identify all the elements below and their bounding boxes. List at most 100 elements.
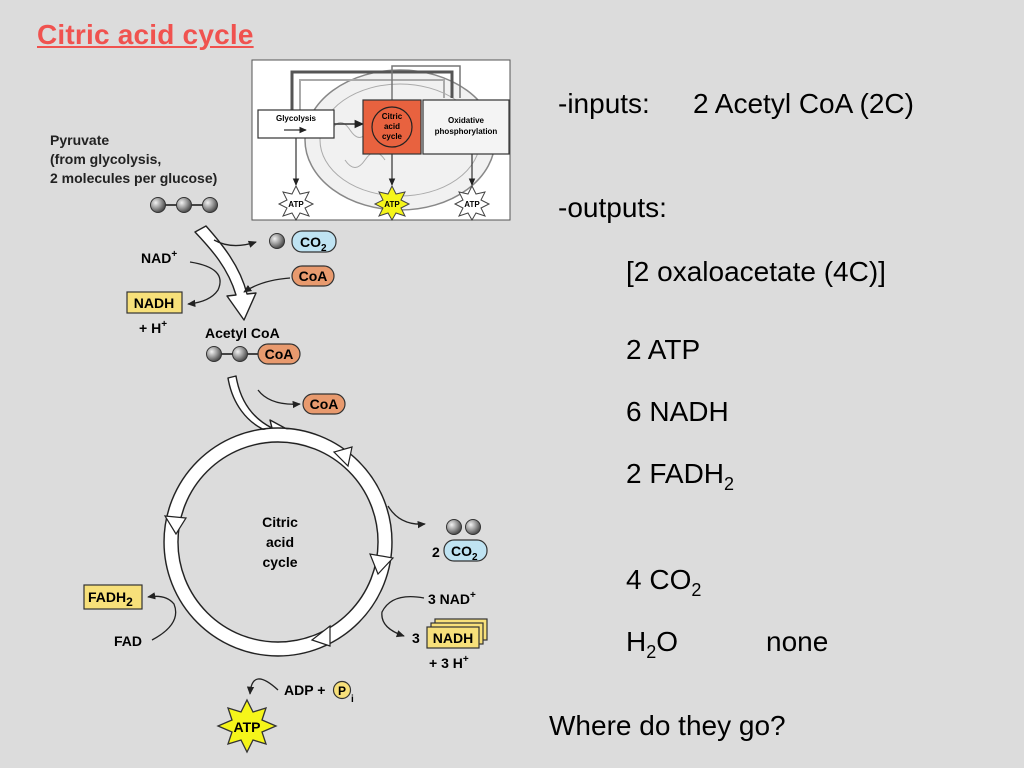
pi-circle [332,680,352,700]
acetyl-coa-pill [257,343,301,365]
nad-label: NAD [141,250,171,266]
pyruvate-beads [150,197,218,213]
inset-atp-burst-2 [373,184,411,222]
co2-release-arrow [213,239,257,248]
co2-count: 2 [432,544,440,560]
co2-bead-1 [446,519,462,535]
h-plus-sup: + [161,319,167,330]
co2-top-label: CO [300,234,321,250]
co2-bead [269,233,285,249]
svg-text:CO2: CO2 [451,543,478,563]
co2-bottom-label: CO [451,543,472,559]
coa-in-label: CoA [299,268,328,284]
co2-output-main: 4 CO [626,564,692,595]
svg-text:+ 3 H+: + 3 H+ [429,654,469,671]
co2-bottom-sub: 2 [472,552,478,563]
oxaloacetate-output: [2 oxaloacetate (4C)] [626,256,886,287]
svg-text:FADH2: FADH2 [88,589,133,609]
fad-label: FAD [114,633,142,649]
inset-citric-box [362,99,422,155]
nad-to-nadh-arrow [187,261,221,307]
inset-atp-burst-1 [277,184,315,222]
coa-in-arrow [243,277,291,293]
coa-pill-out [302,393,346,415]
pyruvate-label: Pyruvate [50,132,109,148]
fadh2-box [83,584,143,610]
acetyl-coa-coa-label: CoA [265,346,294,362]
cycle-label-3: cycle [262,554,297,570]
inset-atp-label-3: ATP [464,200,480,209]
nadh-box-top [126,291,183,314]
pi-sub: i [351,694,354,705]
atp-output: 2 ATP [626,334,701,365]
three-nadh-count: 3 [412,630,420,646]
fadh2-output-main: 2 FADH [626,458,725,489]
co2-out-arrow [387,505,426,529]
inset-atp-label-1: ATP [288,200,304,209]
fadh2-label: FADH [88,589,126,605]
where-question: Where do they go? [549,710,786,741]
pyruvate-count: 2 molecules per glucose) [50,170,217,186]
atp-arrow [246,678,279,695]
acetyl-coa-beads [206,346,258,362]
co2-top-sub: 2 [321,243,327,254]
fadh2-output-sub: 2 [724,474,735,494]
fad-arrow [147,592,177,641]
nad-sup: + [171,249,177,260]
inset-atp-label-2: ATP [384,200,400,209]
fadh2-output: 2 FADH2 [626,458,734,493]
nadh-output: 6 NADH [626,396,729,427]
h2o-output: H2O [626,626,679,661]
inputs-value: 2 Acetyl CoA (2C) [693,88,914,119]
three-h-label: + 3 H [429,655,463,671]
svg-text:NAD+: NAD+ [141,249,177,266]
svg-text:CO2: CO2 [300,234,327,254]
nad-cycle-arrow [381,595,425,638]
atp-burst-label: ATP [234,719,261,735]
cycle-label-2: acid [266,534,294,550]
co2-pill-top [291,230,337,253]
three-h-sup: + [463,654,469,665]
h2o-h: H [626,626,647,657]
adp-label: ADP + [284,682,325,698]
inset-glycolysis-label: Glycolysis [276,114,317,123]
overview-inset: Glycolysis Citric acid cycle Oxidative p… [251,59,511,222]
fadh2-sub: 2 [126,595,133,609]
inset-citric-label-3: cycle [382,132,403,141]
inset-oxphos-label-1: Oxidative [448,116,485,125]
pyruvate-source: (from glycolysis, [50,151,161,167]
svg-text:3 NAD+: 3 NAD+ [428,590,476,607]
cycle-ring [163,427,395,657]
acetyl-coa-label: Acetyl CoA [205,325,280,341]
co2-output: 4 CO2 [626,564,701,599]
inset-atp-burst-3 [453,184,491,222]
three-nad-label: 3 NAD [428,591,470,607]
h2o-o: O [656,626,679,657]
h-plus-label: + H [139,320,161,336]
coa-pill-in [291,265,335,287]
inset-oxphos-label-2: phosphorylation [435,127,498,136]
pi-label: P [338,684,346,698]
three-nad-sup: + [470,590,476,601]
nadh-top-label: NADH [134,295,174,311]
inset-citric-label-1: Citric [382,112,403,121]
coa-out-arrow [257,389,301,409]
svg-text:+ H+: + H+ [139,319,167,336]
inset-oxphos-box [422,99,510,155]
inputs-label: -inputs: [558,88,650,119]
pyruvate-to-acetyl-arrow [194,225,257,321]
coa-out-label: CoA [310,396,339,412]
co2-bead-2 [465,519,481,535]
nadh-box-bottom [426,626,480,649]
inset-citric-label-2: acid [384,122,400,131]
outputs-label: -outputs: [558,192,667,223]
nadh-bottom-label: NADH [433,630,473,646]
h2o-none: none [766,626,829,657]
co2-output-sub: 2 [691,580,702,600]
co2-pill-bottom [443,539,488,562]
atp-burst [216,698,278,754]
cycle-label-1: Citric [262,514,298,530]
slide-title: Citric acid cycle [37,19,254,50]
h2o-sub: 2 [646,642,657,662]
